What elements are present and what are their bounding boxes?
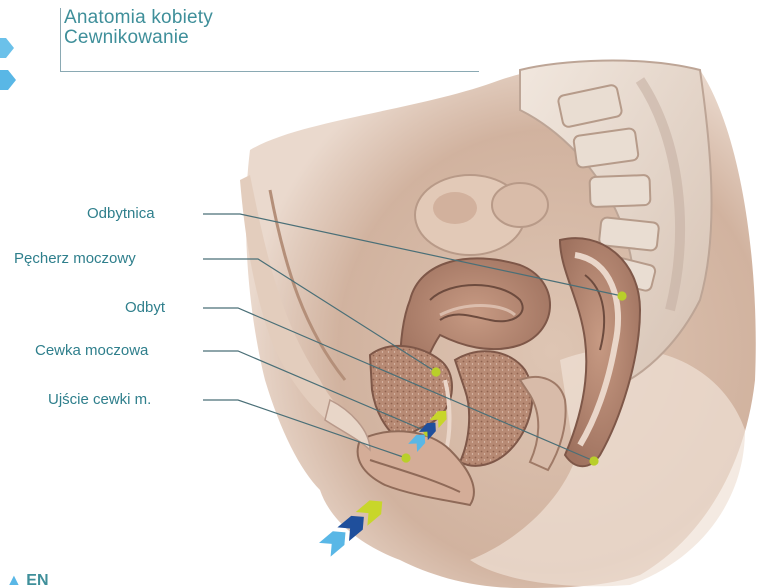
title-block: Anatomia kobiety Cewnikowanie	[60, 8, 479, 72]
brand-arrow-icon	[0, 38, 16, 90]
label-odbytnica: Odbytnica	[87, 205, 155, 223]
footer-partial-text: ▲ EN	[6, 574, 49, 588]
label-cewka-moczowa: Cewka moczowa	[35, 342, 148, 360]
marker-dot-odbytnica	[617, 291, 626, 300]
marker-dot-odbyt	[589, 456, 598, 465]
footer-arrow-icon: ▲	[6, 574, 22, 588]
marker-dot-pecherz	[431, 367, 440, 376]
label-pecherz-moczowy: Pęcherz moczowy	[14, 250, 136, 268]
label-odbyt: Odbyt	[125, 299, 165, 317]
page-subtitle: Cewnikowanie	[64, 28, 479, 48]
marker-dot-ujscie	[401, 453, 410, 462]
title-underline	[61, 71, 479, 72]
page-title: Anatomia kobiety	[64, 8, 479, 28]
label-ujscie-cewki: Ujście cewki m.	[48, 391, 151, 409]
